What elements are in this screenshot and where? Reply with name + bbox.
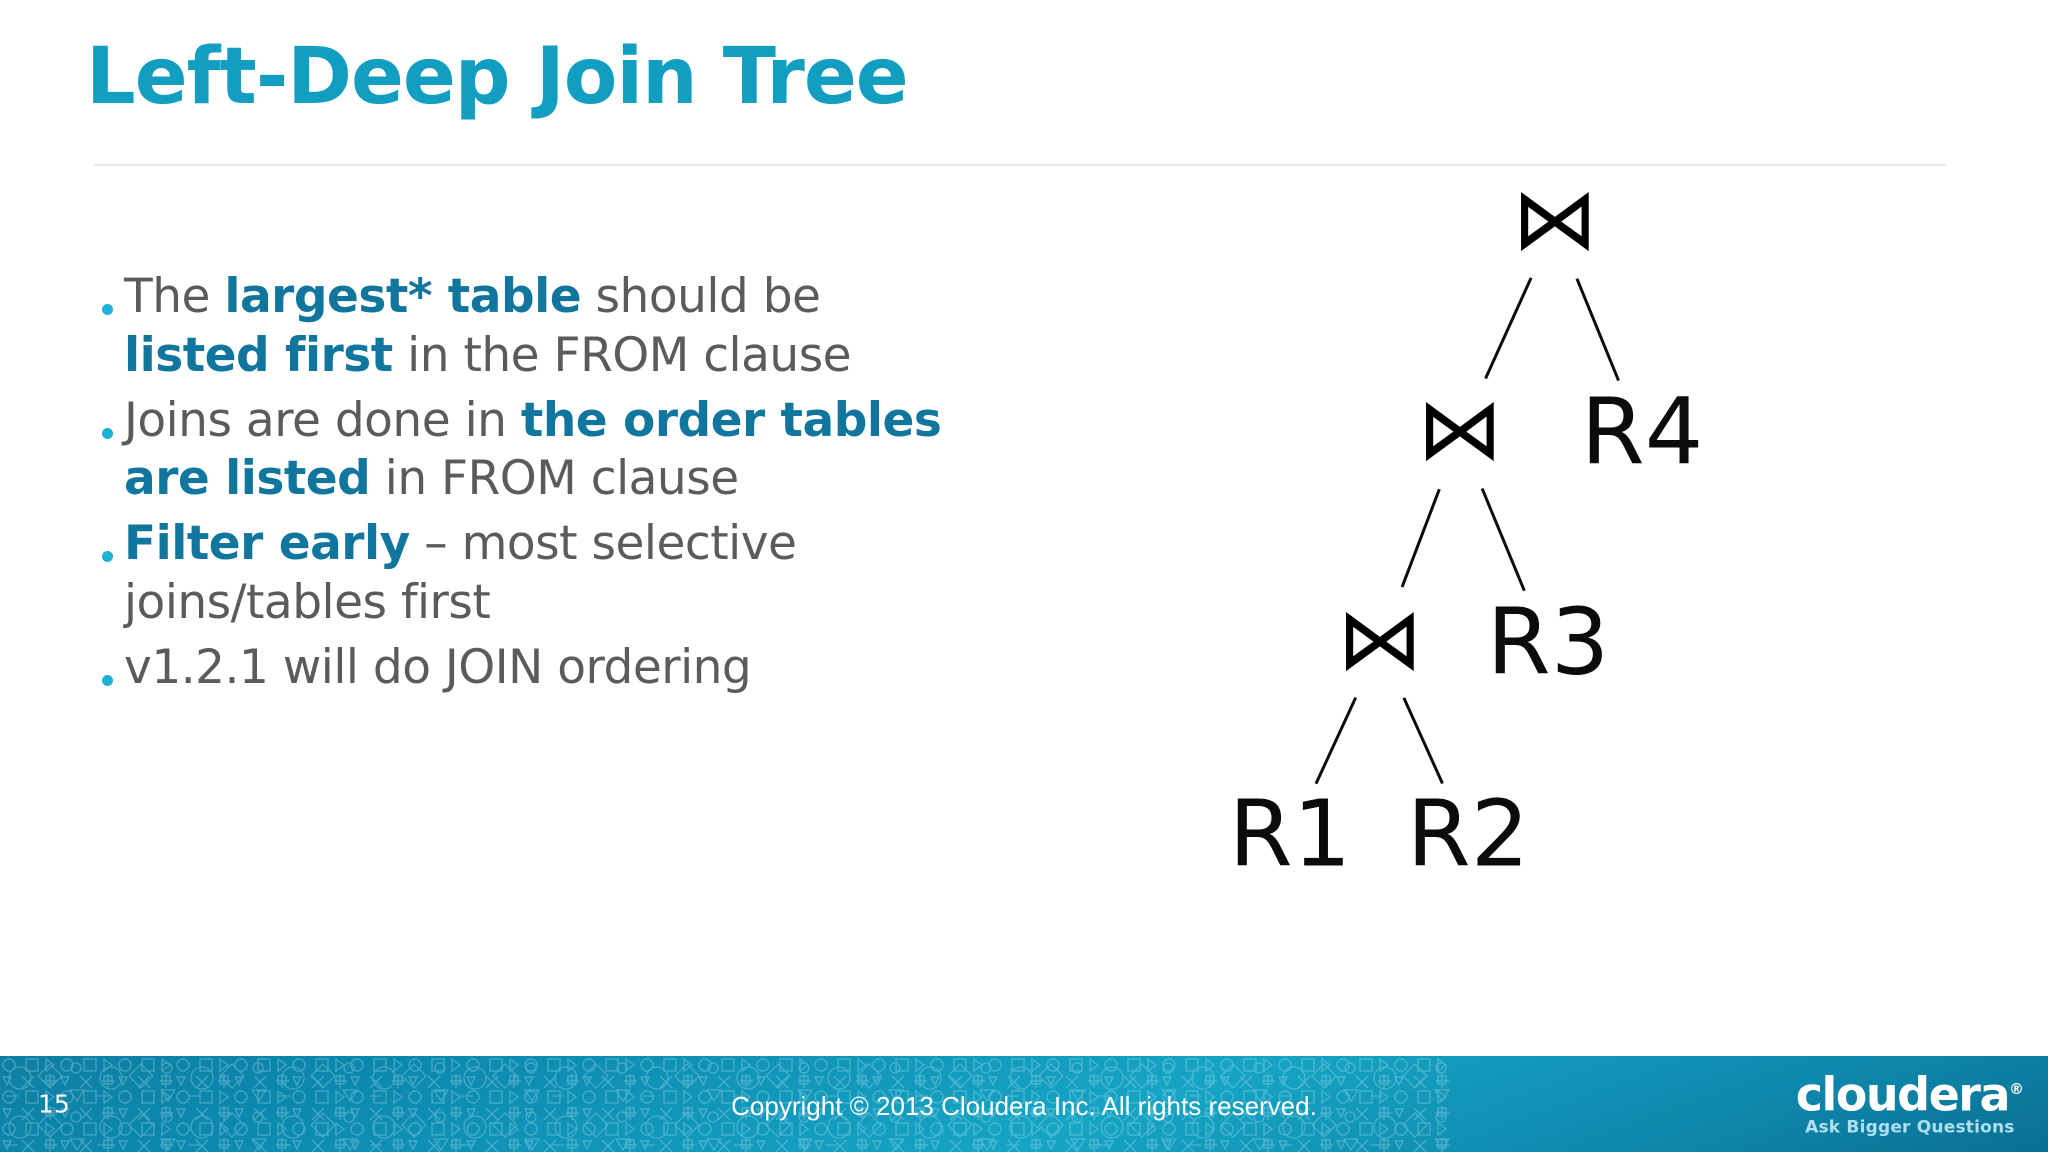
bullet-segment: in the FROM clause xyxy=(392,327,852,383)
bullet-segment: * xyxy=(407,269,433,324)
registered-trademark-icon: ® xyxy=(2009,1080,2024,1099)
footer-pattern-icon xyxy=(0,1056,1450,1152)
bullet-segment: table xyxy=(431,269,582,324)
tree-edges xyxy=(1314,277,1620,785)
bullet-segment: Joins are done in xyxy=(124,392,521,448)
tree-edge-join-bottom-to-rel-r1 xyxy=(1314,697,1358,785)
join-operator-node: ⋈ xyxy=(1417,379,1503,479)
bullet-segment: listed first xyxy=(124,327,393,383)
bullet-segment: Filter early xyxy=(124,516,410,571)
bullet-dot-icon xyxy=(102,674,113,686)
join-operator-node: ⋈ xyxy=(1512,169,1598,269)
bullet-segment: the order tables are listed xyxy=(124,392,942,507)
slide-footer: 15 Copyright © 2013 Cloudera Inc. All ri… xyxy=(0,1056,2048,1152)
bullet-text: Filter early – most selective joins/tabl… xyxy=(124,515,976,633)
bullet-segment: in FROM clause xyxy=(370,451,739,507)
tree-edge-join-top-to-rel-r4 xyxy=(1575,278,1620,382)
bullet-segment: v1.2.1 will do JOIN ordering xyxy=(124,639,752,695)
cloudera-logo: cloudera® Ask Bigger Questions xyxy=(1796,1072,2024,1137)
bullet-text: The largest* table should be listed firs… xyxy=(124,268,976,386)
bullet-segment: largest xyxy=(224,269,408,324)
bullet-dot-icon xyxy=(102,427,113,439)
logo-word-text: cloudera xyxy=(1795,1067,2011,1122)
logo-wordmark: cloudera® xyxy=(1796,1072,2024,1118)
relation-node-r4: R4 xyxy=(1581,378,1703,485)
tree-edge-join-mid-to-join-bottom xyxy=(1400,488,1441,588)
bullet-segment: should be xyxy=(581,269,821,324)
tree-edge-join-bottom-to-rel-r2 xyxy=(1402,697,1444,785)
bullet-segment: – most selective joins/tables first xyxy=(124,516,797,630)
page-title: Left-Deep Join Tree xyxy=(86,32,909,122)
bullet-segment: The xyxy=(124,269,225,324)
bullet-item-filter-early: Filter early – most selective joins/tabl… xyxy=(96,515,976,633)
page-number: 15 xyxy=(38,1089,70,1119)
bullet-item-join-order: Joins are done in the order tables are l… xyxy=(96,392,976,510)
relation-node-r3: R3 xyxy=(1487,588,1609,695)
relation-node-r1: R1 xyxy=(1229,780,1351,887)
bullet-dot-icon xyxy=(102,551,113,562)
bullet-item-largest-table: The largest* table should be listed firs… xyxy=(96,268,976,386)
tree-edge-join-top-to-join-mid xyxy=(1484,277,1533,380)
relation-node-r2: R2 xyxy=(1407,780,1529,887)
copyright-notice: Copyright © 2013 Cloudera Inc. All right… xyxy=(731,1091,1317,1121)
join-operator-node: ⋈ xyxy=(1337,589,1423,689)
bullet-list: The largest* table should be listed firs… xyxy=(96,268,976,703)
tree-edge-join-mid-to-rel-r3 xyxy=(1480,488,1526,592)
bullet-dot-icon xyxy=(102,304,113,315)
bullet-text: v1.2.1 will do JOIN ordering xyxy=(124,639,976,698)
bullet-text: Joins are done in the order tables are l… xyxy=(124,392,976,510)
logo-tagline: Ask Bigger Questions xyxy=(1805,1117,2015,1138)
title-divider xyxy=(94,164,1946,166)
bullet-item-join-ordering-version: v1.2.1 will do JOIN ordering xyxy=(96,639,976,698)
